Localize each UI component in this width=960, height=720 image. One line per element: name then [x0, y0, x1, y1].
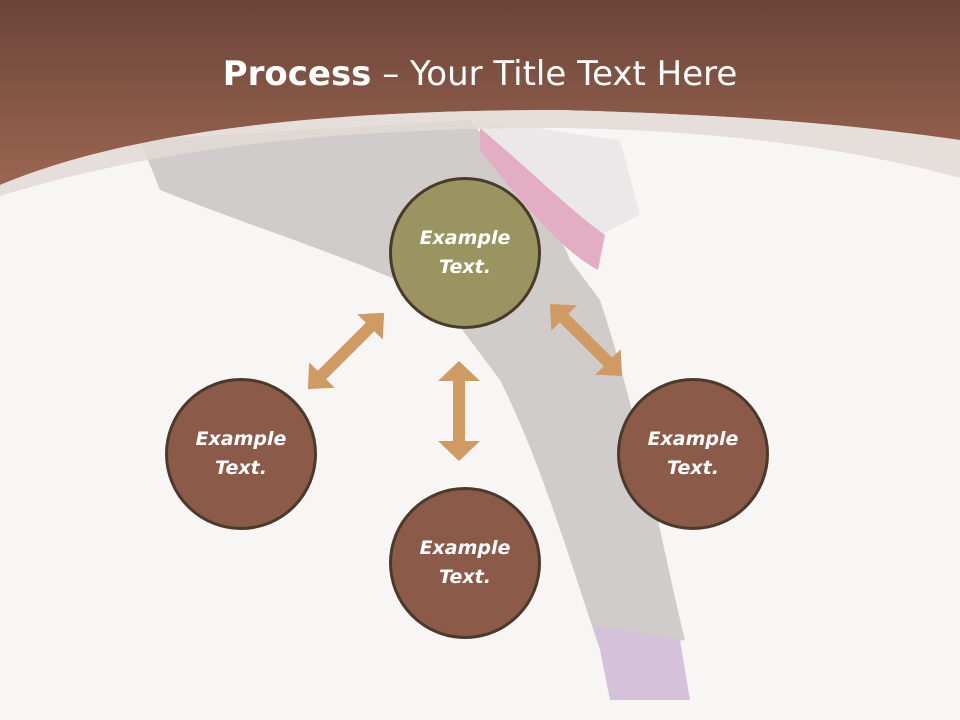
arrow-vertical [438, 361, 480, 461]
center-node: Example Text. [389, 177, 541, 329]
bottom-node: Example Text. [389, 487, 541, 639]
title-bold: Process [222, 54, 372, 94]
right-node: Example Text. [617, 378, 769, 530]
slide-title: Process – Your Title Text Here [0, 52, 960, 96]
arrow-upper-left [307, 312, 385, 390]
right-node-label: Example Text. [647, 428, 739, 479]
arrow-upper-right [549, 303, 623, 377]
title-rest: – Your Title Text Here [371, 54, 738, 94]
center-node-label: Example Text. [419, 227, 511, 278]
bottom-node-label: Example Text. [419, 537, 511, 588]
left-node-label: Example Text. [195, 428, 287, 479]
background-photo [140, 118, 690, 700]
left-node: Example Text. [165, 378, 317, 530]
